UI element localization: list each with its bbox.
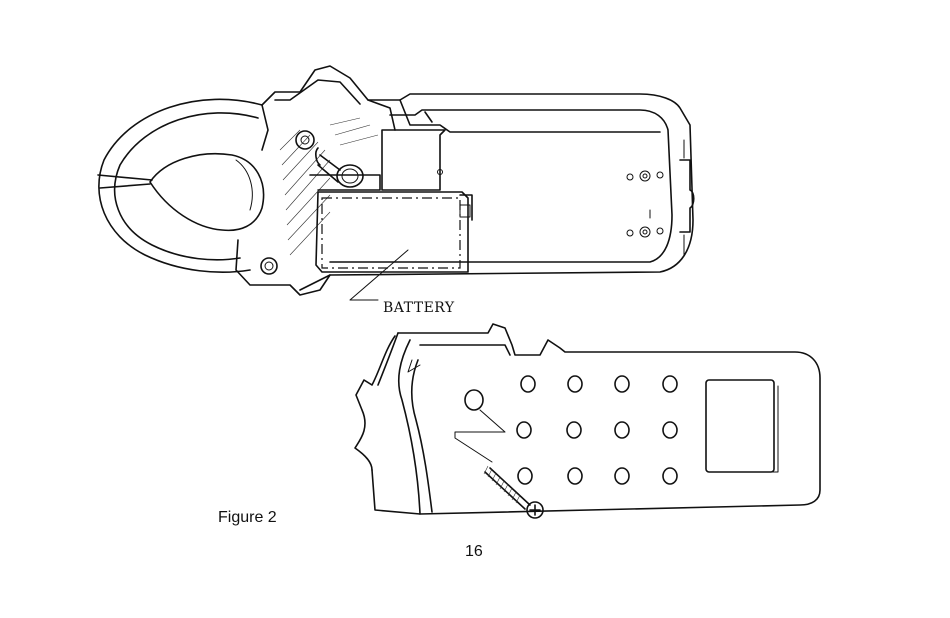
display-window <box>706 380 774 472</box>
back-cover-outline <box>372 324 820 514</box>
cover-screw-hole <box>465 390 483 410</box>
clamp-jaw-outer-rim <box>115 113 258 260</box>
back-cover <box>355 324 820 518</box>
jaw-trigger-top <box>262 66 395 130</box>
battery <box>316 192 472 272</box>
hinge-hatching <box>280 118 378 255</box>
meter-body-open: BATTERY <box>98 66 694 316</box>
pivot-screw-bottom <box>261 258 277 274</box>
figure-caption: Figure 2 <box>218 509 277 526</box>
clamp-jaw-opening <box>150 154 264 231</box>
screw-leader-line <box>455 410 505 462</box>
button-holes <box>517 376 677 484</box>
inner-block <box>382 130 445 190</box>
cylinder-post <box>316 148 363 187</box>
battery-label: BATTERY <box>383 300 455 316</box>
page-number: 16 <box>465 543 483 560</box>
screw-icon <box>484 466 543 518</box>
